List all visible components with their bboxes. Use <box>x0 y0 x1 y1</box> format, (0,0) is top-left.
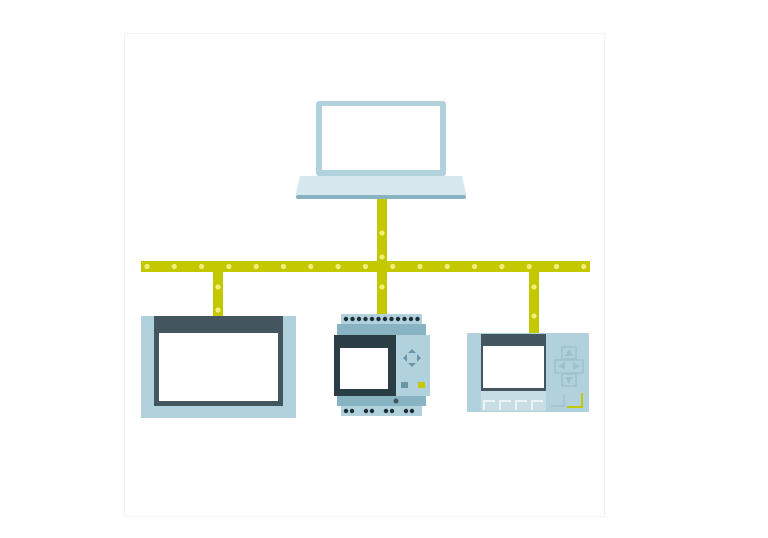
bus-dots <box>144 230 587 319</box>
bus-dot <box>531 313 537 319</box>
bus-dot <box>280 263 287 270</box>
terminal <box>395 316 401 322</box>
terminal <box>403 408 409 414</box>
bus-dot <box>526 263 532 270</box>
bus-drop-hmi <box>213 268 223 318</box>
bus-dot <box>581 263 587 270</box>
bus-dot <box>308 263 314 270</box>
bus-dot <box>531 284 537 290</box>
bus-dot <box>472 263 478 270</box>
bus-dot <box>226 263 232 270</box>
text-display-icon <box>467 333 589 412</box>
bus-dot <box>379 284 385 290</box>
terminal <box>383 408 389 414</box>
bus-dot <box>171 263 177 270</box>
terminal <box>376 316 381 322</box>
terminal <box>389 316 394 322</box>
bus-dot <box>362 263 368 270</box>
bus-drop-display <box>529 268 539 335</box>
terminal <box>363 408 369 414</box>
bus-dot <box>379 254 385 260</box>
logic-module-icon <box>334 314 430 416</box>
terminal <box>409 408 415 414</box>
bus-dot <box>444 263 450 270</box>
bus-dot <box>199 263 205 270</box>
bus-dot <box>253 263 259 270</box>
terminal <box>389 408 395 414</box>
terminal <box>350 316 355 322</box>
bus-dot <box>215 284 221 290</box>
terminal <box>363 316 368 322</box>
diagram-frame <box>124 33 605 517</box>
network-bus <box>141 198 590 335</box>
touch-panel-icon <box>141 316 296 418</box>
terminal <box>349 408 355 414</box>
terminal <box>369 316 375 322</box>
bus-dot <box>335 263 341 270</box>
terminal <box>369 408 375 414</box>
bus-dot <box>379 230 385 236</box>
terminal <box>382 316 388 322</box>
terminal <box>408 316 414 322</box>
laptop-icon <box>296 101 466 199</box>
bus-drop-plc <box>377 268 387 316</box>
bus-dot <box>144 263 150 270</box>
bus-dot <box>417 263 423 270</box>
terminal <box>415 316 420 322</box>
bus-dot <box>499 263 505 270</box>
terminal <box>356 316 362 322</box>
bus-dot <box>390 263 396 270</box>
terminal <box>402 316 407 322</box>
terminal <box>343 408 349 414</box>
bus-dot <box>215 307 221 313</box>
bus-dot <box>553 263 560 270</box>
terminal <box>343 316 349 322</box>
